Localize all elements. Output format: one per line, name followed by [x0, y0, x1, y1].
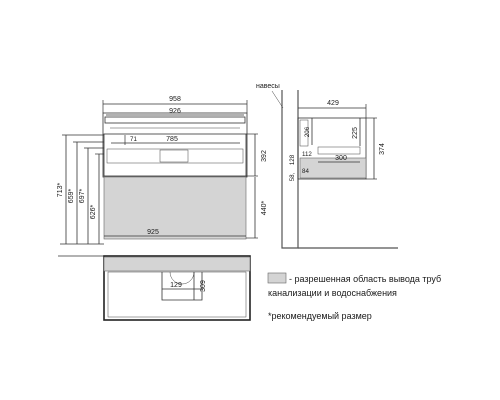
drawer-inner-box — [106, 148, 244, 164]
dim-925: 925 — [147, 229, 159, 236]
dim-374: 374 — [379, 143, 386, 155]
wall — [281, 90, 299, 249]
dim-300: 300 — [335, 155, 347, 162]
hanger-leader — [271, 90, 284, 109]
front-view: 958 926 785 71 392 440* 925 713* 659* 69… — [57, 96, 268, 257]
dim-58: 58, — [289, 172, 296, 181]
dim-926: 926 — [169, 108, 181, 115]
dim-392: 392 — [261, 150, 268, 162]
plan-cutout — [161, 272, 203, 301]
upper-drawer — [103, 133, 247, 177]
pipe-area-plan — [103, 256, 251, 272]
cabinet-upper-body — [102, 112, 248, 178]
dim-697: 697* — [79, 189, 86, 204]
plan-cabinet-outline — [103, 255, 251, 321]
dim-309: 309 — [200, 280, 207, 292]
dim-128: 128 — [289, 154, 296, 165]
dim-112: 112 — [302, 151, 312, 158]
dim-429: 429 — [327, 100, 339, 107]
pipe-area-side — [299, 157, 367, 179]
dim-785: 785 — [166, 136, 178, 143]
plan-drain-arc — [169, 271, 195, 285]
dim-626: 626* — [90, 205, 97, 220]
hanger-bracket — [299, 119, 309, 147]
legend-area-line2: канализации и водоснабжения — [268, 288, 397, 298]
cabinet-side — [297, 117, 367, 180]
legend: - разрешенная область вывода труб канали… — [267, 272, 441, 321]
dim-440: 440* — [261, 201, 268, 216]
dim-206: 206 — [304, 126, 311, 137]
hanger-label: навесы — [256, 83, 280, 90]
side-view: навесы 429 206 225 374 112 300 84 128 58… — [256, 83, 398, 249]
countertop — [104, 116, 246, 124]
plan-view: 129 309 — [103, 255, 251, 321]
dim-659: 659* — [68, 189, 75, 204]
dim-958: 958 — [169, 96, 181, 103]
dim-84: 84 — [302, 168, 309, 175]
dim-713: 713* — [57, 183, 64, 198]
siphon-box — [159, 149, 189, 163]
side-drawer — [317, 146, 361, 155]
pipe-area-front — [103, 176, 247, 240]
legend-area-swatch — [267, 272, 287, 284]
plan-inner-panel — [107, 271, 247, 318]
dim-129: 129 — [170, 282, 182, 289]
legend-note: *рекомендуемый размер — [268, 311, 372, 321]
dim-225: 225 — [352, 127, 359, 139]
legend-area-line1: - разрешенная область вывода труб — [289, 274, 441, 284]
dim-71: 71 — [130, 136, 137, 143]
